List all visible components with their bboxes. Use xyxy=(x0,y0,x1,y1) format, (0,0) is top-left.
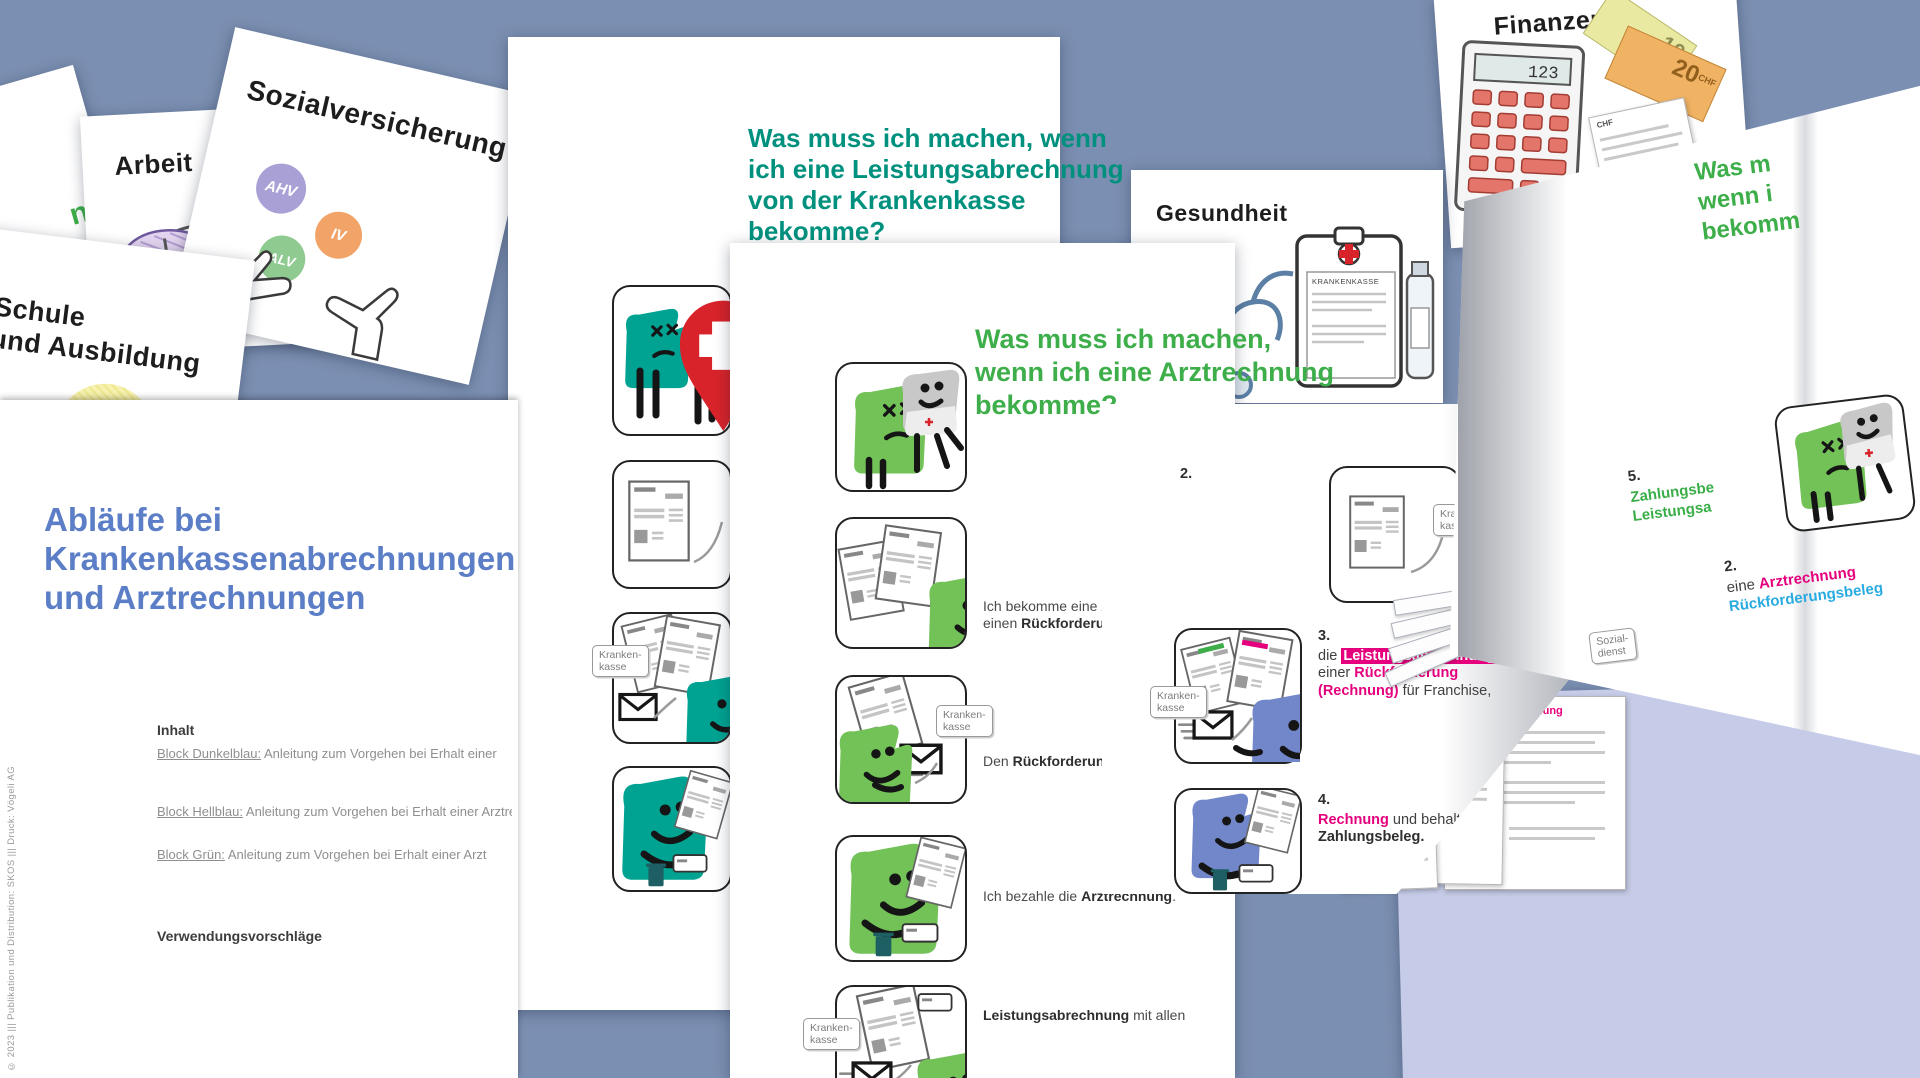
teal-step1-illustration xyxy=(612,285,732,436)
bin-icon xyxy=(646,863,666,887)
card-sozialversicherung-title: Sozialversicherung xyxy=(244,73,511,164)
green-flyer-heading: Was muss ich machen,wenn ich eine Arztre… xyxy=(975,324,1335,420)
krankenkasse-label-line2: kasse xyxy=(1157,702,1185,714)
krankenkasse-label-line1: Kranken- xyxy=(599,649,642,661)
doctor-character xyxy=(1840,402,1896,501)
card-gesundheit-title: Gesundheit xyxy=(1156,200,1288,226)
arrow xyxy=(693,521,724,564)
krankenkasse-label: Kranken- kasse xyxy=(936,705,993,737)
booklet-step4-number: 4. xyxy=(1318,792,1331,808)
iv-label: IV xyxy=(329,225,348,246)
clipboard-text: KRANKENKASSE xyxy=(1312,277,1379,286)
card-arbeit-title: Arbeit xyxy=(113,146,194,181)
banknote-20-chf: CHF xyxy=(1696,72,1718,89)
krankenkasse-label: Kranken- kasse xyxy=(592,645,649,677)
ahv-label: AHV xyxy=(263,176,299,201)
verwendung-heading: Verwendungsvorschläge xyxy=(157,928,322,944)
payment-card-icon xyxy=(672,854,708,873)
health-illustration: KRANKENKASSE xyxy=(1221,226,1435,399)
krankenkasse-label-line1: Kranken- xyxy=(943,709,986,721)
finanzen-receipt-chf: CHF xyxy=(1595,117,1614,130)
sozialdienst-label: Sozial- dienst xyxy=(1588,627,1638,665)
bin-icon xyxy=(873,932,894,957)
booklet-step2-text: 2. xyxy=(1180,466,1192,486)
sozialdienst-label-line2: dienst xyxy=(1597,644,1627,660)
inhalt-item-1: Block Dunkelblau: Anleitung zum Vorgehen… xyxy=(157,746,497,761)
green-step5-text: Leistungsabrechnung mit allen xyxy=(983,1007,1186,1023)
krankenkasse-label-line2: kasse xyxy=(943,721,971,733)
booklet-step2-illustration: Kranken- kasse xyxy=(1329,466,1490,603)
booklet-step4-illustration xyxy=(1174,788,1302,894)
medical-pin-icon xyxy=(680,301,730,431)
payment-card-icon xyxy=(901,923,939,943)
teal-step4-illustration xyxy=(612,766,732,892)
booklet-step3-illustration: Kranken- kasse xyxy=(1150,628,1302,764)
envelope-icon xyxy=(618,692,658,722)
brochure-illustration xyxy=(1772,392,1918,534)
inhalt-heading: Inhalt xyxy=(157,722,195,738)
ahv-circle: AHV xyxy=(251,158,312,219)
doctor-character xyxy=(902,369,964,473)
invoice-document-icon xyxy=(628,480,690,562)
krankenkasse-label-line1: Kranken- xyxy=(1157,690,1200,702)
inhalt-item-3: Block Grün: Anleitung zum Vorgehen bei E… xyxy=(157,847,487,862)
green-step1-illustration xyxy=(835,362,967,492)
green-step2-illustration xyxy=(835,517,967,649)
green-step4-illustration xyxy=(835,835,967,962)
card-schule-title-2: und Ausbildung xyxy=(0,323,203,379)
rechnung-document-icon xyxy=(1349,495,1405,569)
banknote-20-value: 20 xyxy=(1668,53,1704,90)
legs xyxy=(636,367,716,425)
bin-icon xyxy=(1210,869,1230,891)
imprint-text: © 2023 ||| Publikation und Distribution:… xyxy=(6,766,17,1072)
krankenkasse-label-line1: Kranken- xyxy=(810,1022,853,1034)
krankenkasse-label: Kranken- kasse xyxy=(803,1018,860,1050)
teal-step3-illustration xyxy=(612,612,732,744)
krankenkasse-label-line2: kasse xyxy=(599,661,627,673)
booklet-step2-number: 2. xyxy=(1180,466,1193,482)
green-step3-illustration xyxy=(835,675,967,804)
krankenkasse-label-line2: kasse xyxy=(810,1034,838,1046)
payment-card-icon xyxy=(1238,864,1274,883)
envelope-icon xyxy=(851,1061,893,1078)
teal-step2-illustration xyxy=(612,460,732,589)
krankenkasse-label: Kranken- kasse xyxy=(1150,686,1207,718)
inhalt-item-2: Block Hellblau: Anleitung zum Vorgehen b… xyxy=(157,804,512,819)
svg-text:123: 123 xyxy=(1527,64,1559,85)
booklet-step3-number: 3. xyxy=(1318,628,1331,644)
